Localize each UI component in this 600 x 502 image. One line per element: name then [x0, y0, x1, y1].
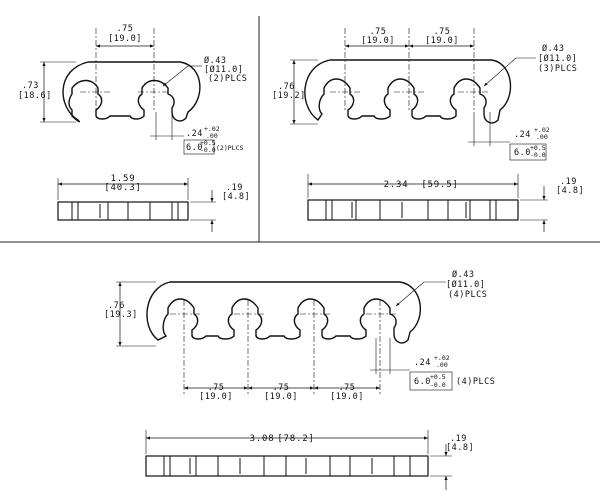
thickness-mm-label: [4.8] [556, 186, 584, 196]
slot-width-label: .24 [414, 358, 431, 368]
slot-tol-upper: +.02 [204, 125, 220, 133]
slot-tol-lower: .00 [436, 361, 448, 369]
hole-dia-mm-label: [Ø11.0] [446, 279, 485, 290]
thickness-mm-label: [4.8] [446, 443, 474, 453]
height-mm-label: [18.6] [18, 91, 52, 101]
slot-count-label: (2)PLCS [216, 144, 243, 152]
hole-dia-mm-label: [Ø11.0] [538, 53, 577, 64]
clip-outline-2 [62, 61, 201, 123]
slot-mm-upper: +0.5 [200, 139, 216, 147]
view-three-slot-top: .75 [19.0] .75 [19.0] .76 [19.2] Ø.43 [Ø… [272, 27, 577, 161]
slot-mm-label: 6.0 [186, 143, 203, 153]
view-four-slot-top: .76 [19.3] Ø.43 [Ø11.0] (4)PLCS .75 [19.… [104, 269, 495, 402]
slot-tol-lower: .00 [536, 133, 548, 141]
pitch-b-label: .75 [273, 383, 290, 393]
length-label: 2.34 [384, 180, 409, 190]
slot-width-label: .24 [514, 130, 531, 140]
slot-mm-label: 6.0 [514, 148, 531, 158]
pitch-label: .75 [117, 24, 134, 34]
pitch-b-mm-label: [19.0] [264, 392, 298, 402]
pitch-c-mm-label: [19.0] [330, 392, 364, 402]
clip-outline-3 [304, 59, 512, 124]
pitch-a-mm-label: [19.0] [361, 36, 395, 46]
length-mm-label: [59.5] [421, 180, 458, 190]
slot-mm-lower: -0.0 [530, 151, 546, 159]
length-mm-label: [40.3] [104, 183, 141, 193]
hole-count-label: (2)PLCS [208, 74, 247, 84]
view-four-slot-side: 3.08 [78.2] .19 [4.8] [145, 430, 474, 490]
pitch-b-label: .75 [434, 27, 451, 37]
slot-mm-lower: -0.0 [430, 381, 446, 389]
height-mm-label: [19.2] [272, 91, 306, 101]
height-label: .76 [278, 82, 295, 92]
thickness-label: .19 [560, 177, 577, 187]
height-label: .76 [108, 301, 125, 311]
thickness-label: .19 [450, 434, 467, 444]
hole-dia-mm-label: [Ø11.0] [204, 64, 243, 75]
length-label: 3.08 [250, 434, 275, 444]
slot-tol-upper: +.02 [534, 126, 550, 134]
slot-tol-lower: .00 [206, 132, 218, 140]
slot-mm-upper: +0.5 [430, 373, 446, 381]
hole-dia-label: Ø.43 [204, 55, 226, 66]
slot-mm-upper: +0.5 [530, 144, 546, 152]
slot-count-label: (4)PLCS [456, 377, 495, 387]
pitch-a-label: .75 [370, 27, 387, 37]
view-two-slot-top: .75 [19.0] .73 [18.6] Ø.43 [Ø11.0] (2)PL… [18, 24, 247, 155]
pitch-a-label: .75 [208, 383, 225, 393]
height-mm-label: [19.3] [104, 310, 138, 320]
pitch-c-label: .75 [339, 383, 356, 393]
pitch-a-mm-label: [19.0] [199, 392, 233, 402]
height-label: .73 [22, 81, 39, 91]
slot-width-label: .24 [186, 129, 203, 139]
hole-dia-label: Ø.43 [542, 43, 564, 54]
length-mm-label: [78.2] [277, 434, 314, 444]
slot-mm-lower: -0.0 [200, 146, 216, 154]
thickness-label: .19 [226, 183, 243, 193]
clip-outline-4 [146, 281, 422, 344]
pitch-b-mm-label: [19.0] [425, 36, 459, 46]
view-three-slot-side: 2.34 [59.5] .19 [4.8] [307, 174, 584, 232]
hole-count-label: (4)PLCS [448, 290, 487, 300]
length-label: 1.59 [111, 174, 136, 184]
hole-count-label: (3)PLCS [538, 64, 577, 74]
pitch-mm-label: [19.0] [108, 34, 142, 44]
hole-dia-label: Ø.43 [452, 269, 474, 280]
slot-tol-upper: +.02 [434, 354, 450, 362]
thickness-mm-label: [4.8] [222, 192, 250, 202]
slot-mm-label: 6.0 [414, 377, 431, 387]
view-two-slot-side: 1.59 [40.3] .19 [4.8] [57, 174, 250, 232]
